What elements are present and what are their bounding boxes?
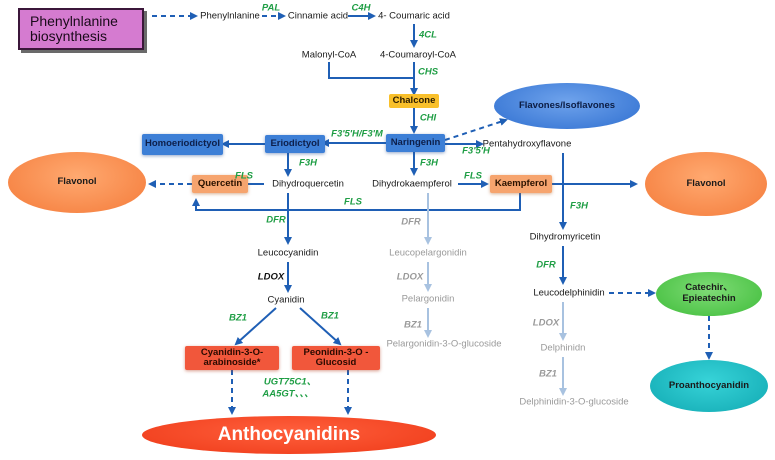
compound-leucopelargonidin: Leucopelargonidin <box>389 247 467 259</box>
enzyme-fls-bottom: FLS <box>344 196 362 208</box>
enzyme-dfr-delphinidin: DFR <box>536 259 556 271</box>
kaempferol-label: Kaempferol <box>494 177 548 189</box>
enzyme-f3h-eriodictyol: F3H <box>299 157 317 169</box>
ellipse-proanthocyanidin: Proanthocyanidin <box>650 360 768 412</box>
enzyme-chi: CHI <box>419 112 437 124</box>
compound-pentahydroxyflavone: Pentahydroxyflavone <box>482 138 572 150</box>
flavonol-left-label: Flavonol <box>57 176 97 188</box>
compound-delphinidn: Delphinidn <box>540 342 586 354</box>
ellipse-flavonol-right: Flavonol <box>645 152 767 216</box>
compound-coumaric-acid: 4- Coumaric acid <box>378 10 450 22</box>
enzyme-f3h-naringenin: F3H <box>420 157 438 169</box>
box-quercetin: Quercetin <box>192 175 248 193</box>
compound-dihydromyricetin: Dihydromyricetin <box>529 231 601 243</box>
compound-dihydroquercetin: Dihydroquercetin <box>272 178 344 190</box>
enzyme-f3-5h-f3m: F3'5'H/F3'M <box>331 128 383 140</box>
enzyme-ldox-delphinidin: LDOX <box>532 317 560 329</box>
enzyme-chs: CHS <box>417 66 439 78</box>
compound-coumaroyl-coa: 4-Coumaroyl-CoA <box>379 49 457 61</box>
enzyme-bz1-pelargonidin: BZ1 <box>404 319 422 331</box>
compound-pelargonidin: Pelargonidin <box>401 293 455 305</box>
flavonol-right-label: Flavonol <box>686 177 726 189</box>
peonidin-glucosid-line2: Glucosid <box>315 357 357 368</box>
enzyme-fls-quercetin: FLS <box>235 170 253 182</box>
ellipse-anthocyanidins: Anthocyanidins <box>142 416 436 454</box>
catechin-line1: Catechir、 <box>685 282 733 294</box>
box-peonidin-glucosid: Peonidin-3-O - Glucosid <box>292 346 380 370</box>
quercetin-label: Quercetin <box>197 177 243 189</box>
compound-leucodelphinidin: Leucodelphinidin <box>533 287 605 299</box>
cyanidin-arabinoside-line2: arabinoside* <box>203 357 261 368</box>
enzyme-bz1-right: BZ1 <box>321 310 339 322</box>
flavones-isoflavones-label: Flavones/Isoflavones <box>518 99 616 111</box>
chalcone-label: Chalcone <box>392 94 436 106</box>
enzyme-f3h-right: F3H <box>570 200 588 212</box>
naringenin-label: Naringenin <box>390 136 441 148</box>
ellipse-flavones-isoflavones: Flavones/Isoflavones <box>494 83 640 129</box>
enzyme-dfr-cyanidin: DFR <box>266 214 286 226</box>
arrow-cyanidin-to-peonidin <box>299 307 342 346</box>
enzyme-aa5gt: AA5GT、、、 <box>262 388 314 400</box>
compound-phenylnlanine: Phenylnlanine <box>200 10 260 22</box>
arrow-naringenin-to-flavones <box>444 118 508 141</box>
catechin-line2: Epieatechin <box>682 293 736 304</box>
enzyme-c4h: C4H <box>351 2 371 14</box>
phenylnlanine-biosynthesis-box: Phenylnlanine biosynthesis <box>18 8 144 50</box>
enzyme-ugt75c1: UGT75C1、 <box>263 376 317 388</box>
enzyme-bz1-delphinidin: BZ1 <box>539 368 557 380</box>
peonidin-glucosid-line1: Peonidin-3-O - <box>303 346 369 358</box>
enzyme-fls-kaempferol: FLS <box>464 170 482 182</box>
box-naringenin: Naringenin <box>386 134 445 152</box>
compound-delphinidin-glucoside: Delphinidin-3-O-glucoside <box>519 396 629 408</box>
homoeriodictyol-label: Homoeriodictyol <box>145 138 220 150</box>
proanthocyanidin-label: Proanthocyanidin <box>668 379 750 391</box>
fls-loop <box>192 193 521 211</box>
box-eriodictyol: Eriodictyol <box>265 135 325 153</box>
box-kaempferol: Kaempferol <box>490 175 552 193</box>
box-cyanidin-arabinoside: Cyanidin-3-O- arabinoside* <box>185 346 279 370</box>
arrow-cyanidin-to-arabinoside <box>234 307 277 346</box>
compound-leucocyanidin: Leucocyanidin <box>257 247 319 259</box>
enzyme-ldox-pelargonidin: LDOX <box>396 271 424 283</box>
compound-pelargonidin-glucoside: Pelargonidin-3-O-glucoside <box>386 338 502 350</box>
enzyme-f3-5h: F3'5'H <box>462 145 490 157</box>
cyanidin-arabinoside-line1: Cyanidin-3-O- <box>200 346 264 358</box>
compound-cyanidin: Cyanidin <box>267 294 305 306</box>
compound-malonyl-coa: Malonyl-CoA <box>301 49 357 61</box>
box-chalcone: Chalcone <box>389 94 439 108</box>
box-homoeriodictyol: Homoeriodictyol <box>142 134 223 155</box>
phenylnlanine-biosynthesis-label: Phenylnlanine biosynthesis <box>30 12 118 44</box>
anthocyanidins-label: Anthocyanidins <box>217 424 361 446</box>
chs-bracket <box>328 62 415 79</box>
enzyme-dfr-pelargonidin: DFR <box>401 216 421 228</box>
ellipse-flavonol-left: Flavonol <box>8 152 146 213</box>
enzyme-pal: PAL <box>261 2 281 14</box>
compound-cinnamie-acid: Cinnamie acid <box>287 10 349 22</box>
enzyme-ldox-cyanidin: LDOX <box>257 271 285 283</box>
ellipse-catechin-epieatechin: Catechir、 Epieatechin <box>656 272 762 316</box>
enzyme-bz1-left: BZ1 <box>229 312 247 324</box>
enzyme-4cl: 4CL <box>419 29 437 41</box>
compound-dihydrokaempferol: Dihydrokaempferol <box>372 178 452 190</box>
eriodictyol-label: Eriodictyol <box>270 137 320 149</box>
